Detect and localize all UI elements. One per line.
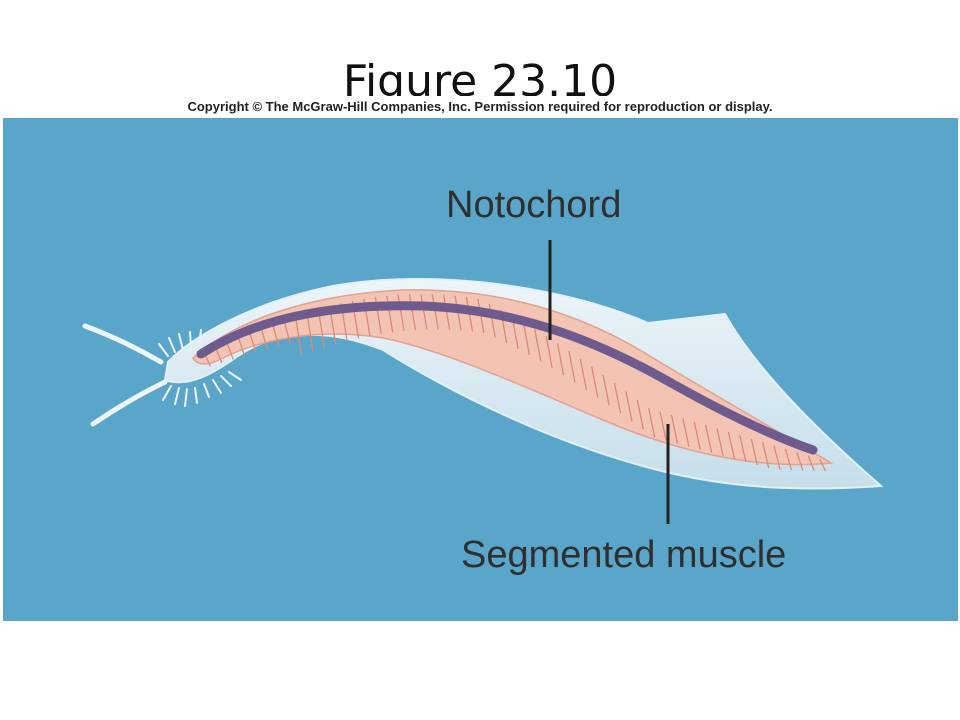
muscle-segment-line [237, 338, 246, 357]
segmented-muscle [192, 289, 834, 466]
muscle-segment-line [670, 414, 679, 444]
muscle-segment-line [294, 316, 303, 356]
muscle-segment-line [705, 425, 713, 453]
muscle-segment-line [306, 312, 314, 352]
muscle-segment-line [420, 293, 428, 330]
lancelet-figure: Notochord Segmented muscle [3, 118, 958, 621]
muscle-segment-line [773, 445, 781, 470]
muscle-segment-line [568, 350, 576, 383]
muscle-segment-line [727, 431, 736, 459]
muscle-segment-line [659, 411, 667, 441]
muscle-segment-line [249, 333, 257, 353]
muscle-segment-line [579, 358, 587, 390]
copyright-notice: Copyright © The McGraw-Hill Companies, I… [0, 96, 960, 118]
oral-cirri [82, 323, 242, 427]
muscle-segment-line [807, 455, 815, 471]
muscle-segment-line [762, 441, 770, 469]
muscle-segment-line [739, 435, 747, 463]
muscle-segment-line [716, 428, 724, 456]
muscle-segment-line [625, 391, 633, 422]
lancelet-illustration [82, 240, 884, 524]
muscle-segment-line [283, 320, 291, 344]
muscle-segment-line [693, 421, 701, 450]
muscle-segment-line [534, 328, 542, 362]
muscle-segment-line [784, 448, 793, 471]
muscle-segment-line [556, 343, 565, 376]
notochord-label: Notochord [446, 184, 622, 226]
muscle-segment-line [682, 418, 690, 447]
muscle-segment-line [636, 399, 644, 430]
muscle-segment-line [648, 408, 656, 438]
muscle-segment-line [408, 294, 417, 331]
muscle-segment-line [397, 294, 405, 332]
muscle-segment-line [215, 347, 223, 364]
muscle-segment-line [613, 382, 622, 414]
segmented-muscle-label: Segmented muscle [461, 534, 787, 576]
muscle-segment-line [819, 458, 827, 472]
muscle-segment-line [602, 374, 610, 406]
notochord [196, 301, 818, 455]
muscle-segment-line [443, 294, 451, 330]
muscle-segment-line [591, 366, 599, 398]
muscle-segment-line [545, 335, 553, 369]
muscle-segment-line [796, 452, 804, 471]
muscle-segment-line [226, 342, 234, 360]
muscle-segment-line [260, 328, 268, 350]
muscle-segment-line [750, 438, 758, 466]
muscle-segment-line [431, 294, 439, 330]
muscle-segment-line [522, 322, 531, 356]
muscle-segment-line [272, 324, 280, 347]
